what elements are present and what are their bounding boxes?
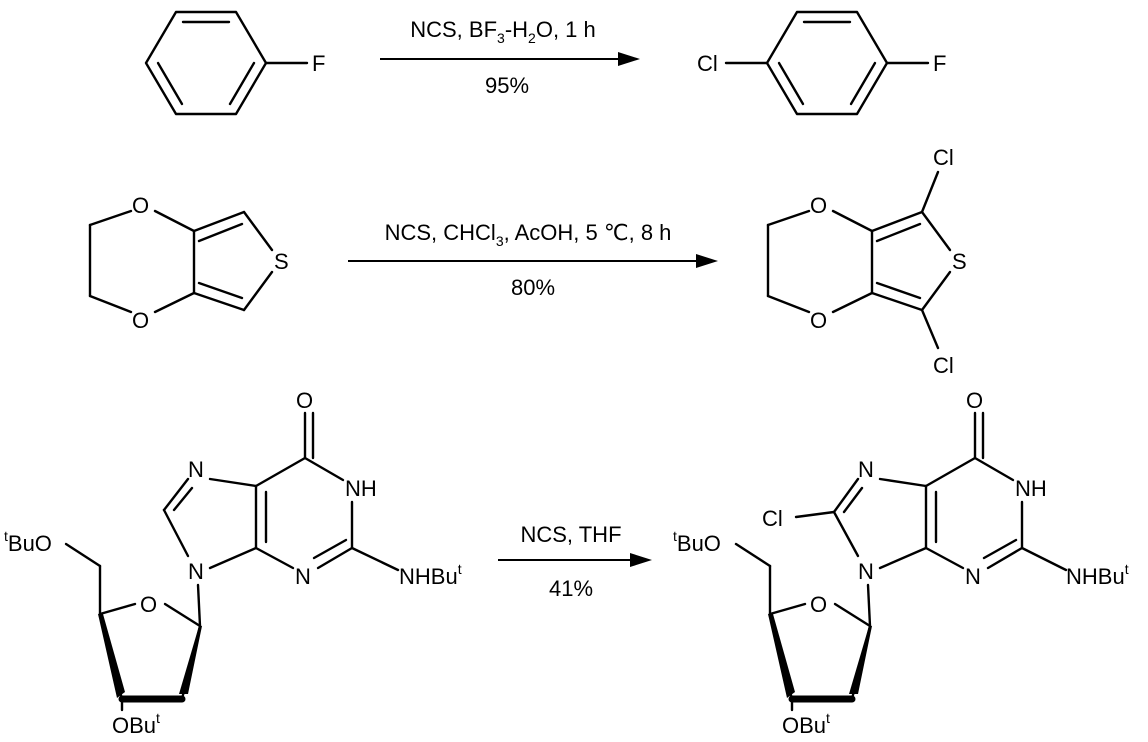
atom-cl: Cl <box>933 145 954 170</box>
reaction-3: tBuO OBut O N N <box>4 388 1129 738</box>
reaction-3-yield: 41% <box>549 576 593 601</box>
arrow-1 <box>380 52 640 66</box>
chlorofluorobenzene: Cl F <box>697 10 946 116</box>
arrow-3 <box>498 553 652 567</box>
atom-n: N <box>965 564 981 589</box>
atom-s: S <box>274 249 289 274</box>
atom-nhbu: NHBut <box>1066 561 1129 589</box>
atom-cl: Cl <box>933 353 954 378</box>
arrow-2 <box>348 254 718 268</box>
atom-n: N <box>295 564 311 589</box>
atom-f: F <box>933 51 946 76</box>
atom-o: O <box>132 193 149 218</box>
atom-o: O <box>296 388 313 413</box>
atom-o: O <box>132 308 149 333</box>
atom-o: O <box>966 388 983 413</box>
atom-cl: Cl <box>697 51 718 76</box>
atom-nh: NH <box>1015 476 1047 501</box>
protected-deoxyguanosine: tBuO OBut O N N <box>4 388 462 738</box>
atom-cl: Cl <box>762 506 783 531</box>
atom-n: N <box>858 559 874 584</box>
atom-n: N <box>858 457 874 482</box>
atom-f: F <box>312 51 325 76</box>
atom-o: O <box>810 592 827 617</box>
atom-n: N <box>188 559 204 584</box>
reaction-2-reagents: NCS, CHCl3, AcOH, 5 ℃, 8 h <box>385 220 672 249</box>
fluorobenzene: F <box>144 10 325 116</box>
reaction-3-reagents: NCS, THF <box>520 522 621 547</box>
atom-s: S <box>952 249 967 274</box>
atom-n: N <box>188 457 204 482</box>
reaction-2: O O S NCS, CHCl3, AcOH, 5 ℃, 8 h 80% <box>88 145 967 378</box>
atom-o-tbu: OBut <box>112 710 160 738</box>
atom-o-tbu: tBuO <box>673 528 721 556</box>
reaction-1-reagents: NCS, BF3-H2O, 1 h <box>410 17 596 46</box>
atom-o: O <box>810 308 827 333</box>
atom-nh: NH <box>345 476 377 501</box>
atom-o-tbu: tBuO <box>4 528 52 556</box>
atom-o: O <box>810 193 827 218</box>
atom-o: O <box>140 592 157 617</box>
dichloro-edot: O O S Cl Cl <box>766 145 967 378</box>
chloro-deoxyguanosine: tBuO OBut Cl <box>673 388 1129 738</box>
atom-o-tbu: OBut <box>782 710 830 738</box>
reaction-1: F NCS, BF3-H2O, 1 h 95% Cl F <box>144 10 946 116</box>
atom-nhbu: NHBut <box>399 561 462 589</box>
reaction-1-yield: 95% <box>485 73 529 98</box>
reaction-2-yield: 80% <box>511 275 555 300</box>
edot: O O S <box>88 193 289 333</box>
